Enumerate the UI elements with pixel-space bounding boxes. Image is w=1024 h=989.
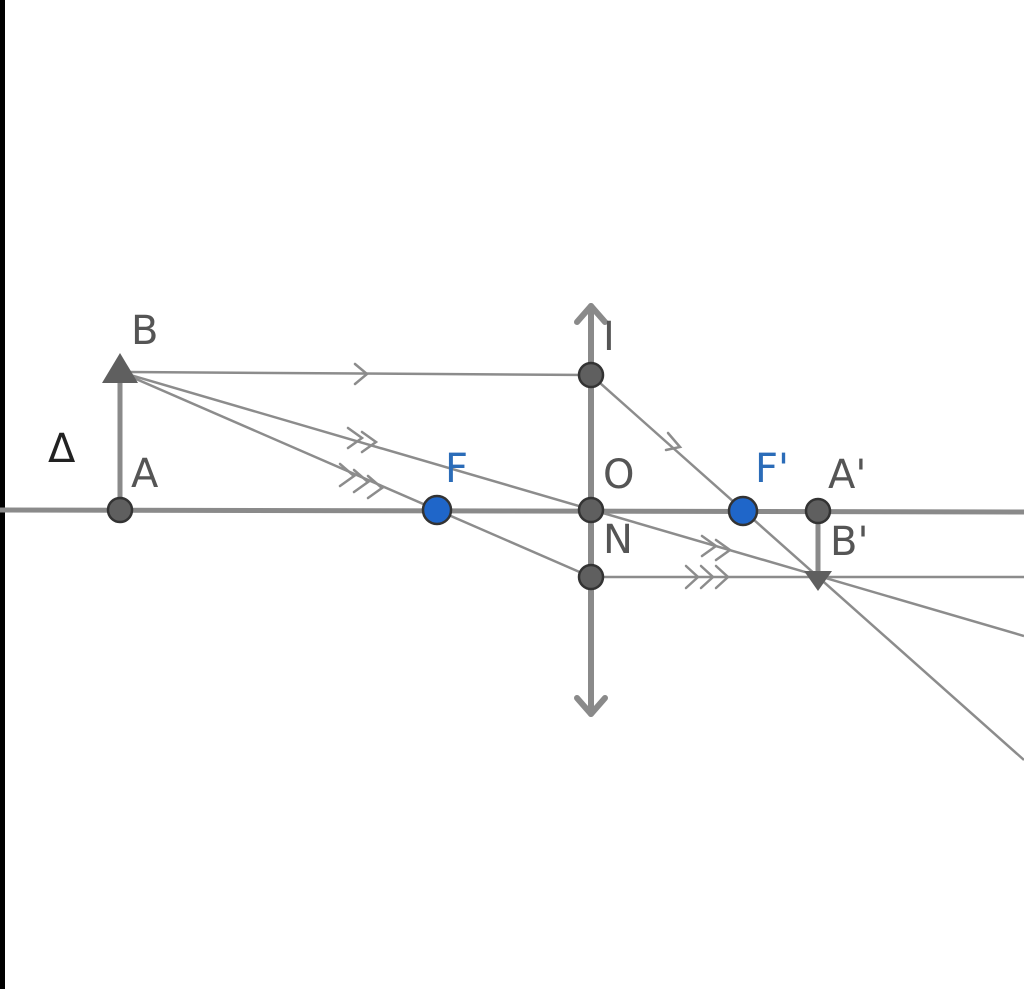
ray-parallel-incident bbox=[119, 370, 592, 377]
object-arrow-ab bbox=[102, 353, 138, 510]
ray-through-center bbox=[119, 370, 1024, 638]
label-a: A bbox=[131, 451, 159, 497]
double-arrow-marker bbox=[700, 534, 733, 562]
lens-top-arrowhead bbox=[574, 303, 608, 325]
light-rays bbox=[119, 370, 1024, 761]
label-b: B bbox=[131, 308, 158, 354]
left-border bbox=[0, 0, 5, 989]
ray-through-f-prime bbox=[590, 374, 1024, 761]
point-f-prime bbox=[727, 495, 759, 527]
single-arrow-marker bbox=[664, 431, 683, 452]
point-o bbox=[577, 496, 605, 524]
point-a-prime bbox=[804, 497, 832, 525]
label-o: O bbox=[603, 452, 634, 498]
triple-arrow-marker bbox=[684, 564, 730, 590]
label-f-prime: F' bbox=[755, 446, 789, 492]
double-arrow-marker bbox=[346, 426, 379, 454]
triple-arrow-marker bbox=[338, 462, 385, 500]
lens-bottom-arrowhead bbox=[574, 695, 608, 717]
point-n bbox=[577, 563, 605, 591]
ray-arrow-markers bbox=[338, 362, 733, 590]
label-f: F bbox=[445, 446, 468, 492]
single-arrow-marker bbox=[353, 362, 369, 386]
point-i bbox=[577, 361, 605, 389]
point-a bbox=[106, 496, 134, 524]
label-a-prime: A' bbox=[828, 452, 866, 498]
label-n: N bbox=[603, 517, 633, 563]
label-b-prime: B' bbox=[830, 519, 868, 565]
ray-through-f bbox=[119, 370, 592, 579]
axis-symbol-label: Δ bbox=[48, 426, 76, 472]
point-f bbox=[421, 494, 453, 526]
label-i: I bbox=[603, 314, 615, 360]
principal-axis bbox=[0, 507, 1024, 515]
